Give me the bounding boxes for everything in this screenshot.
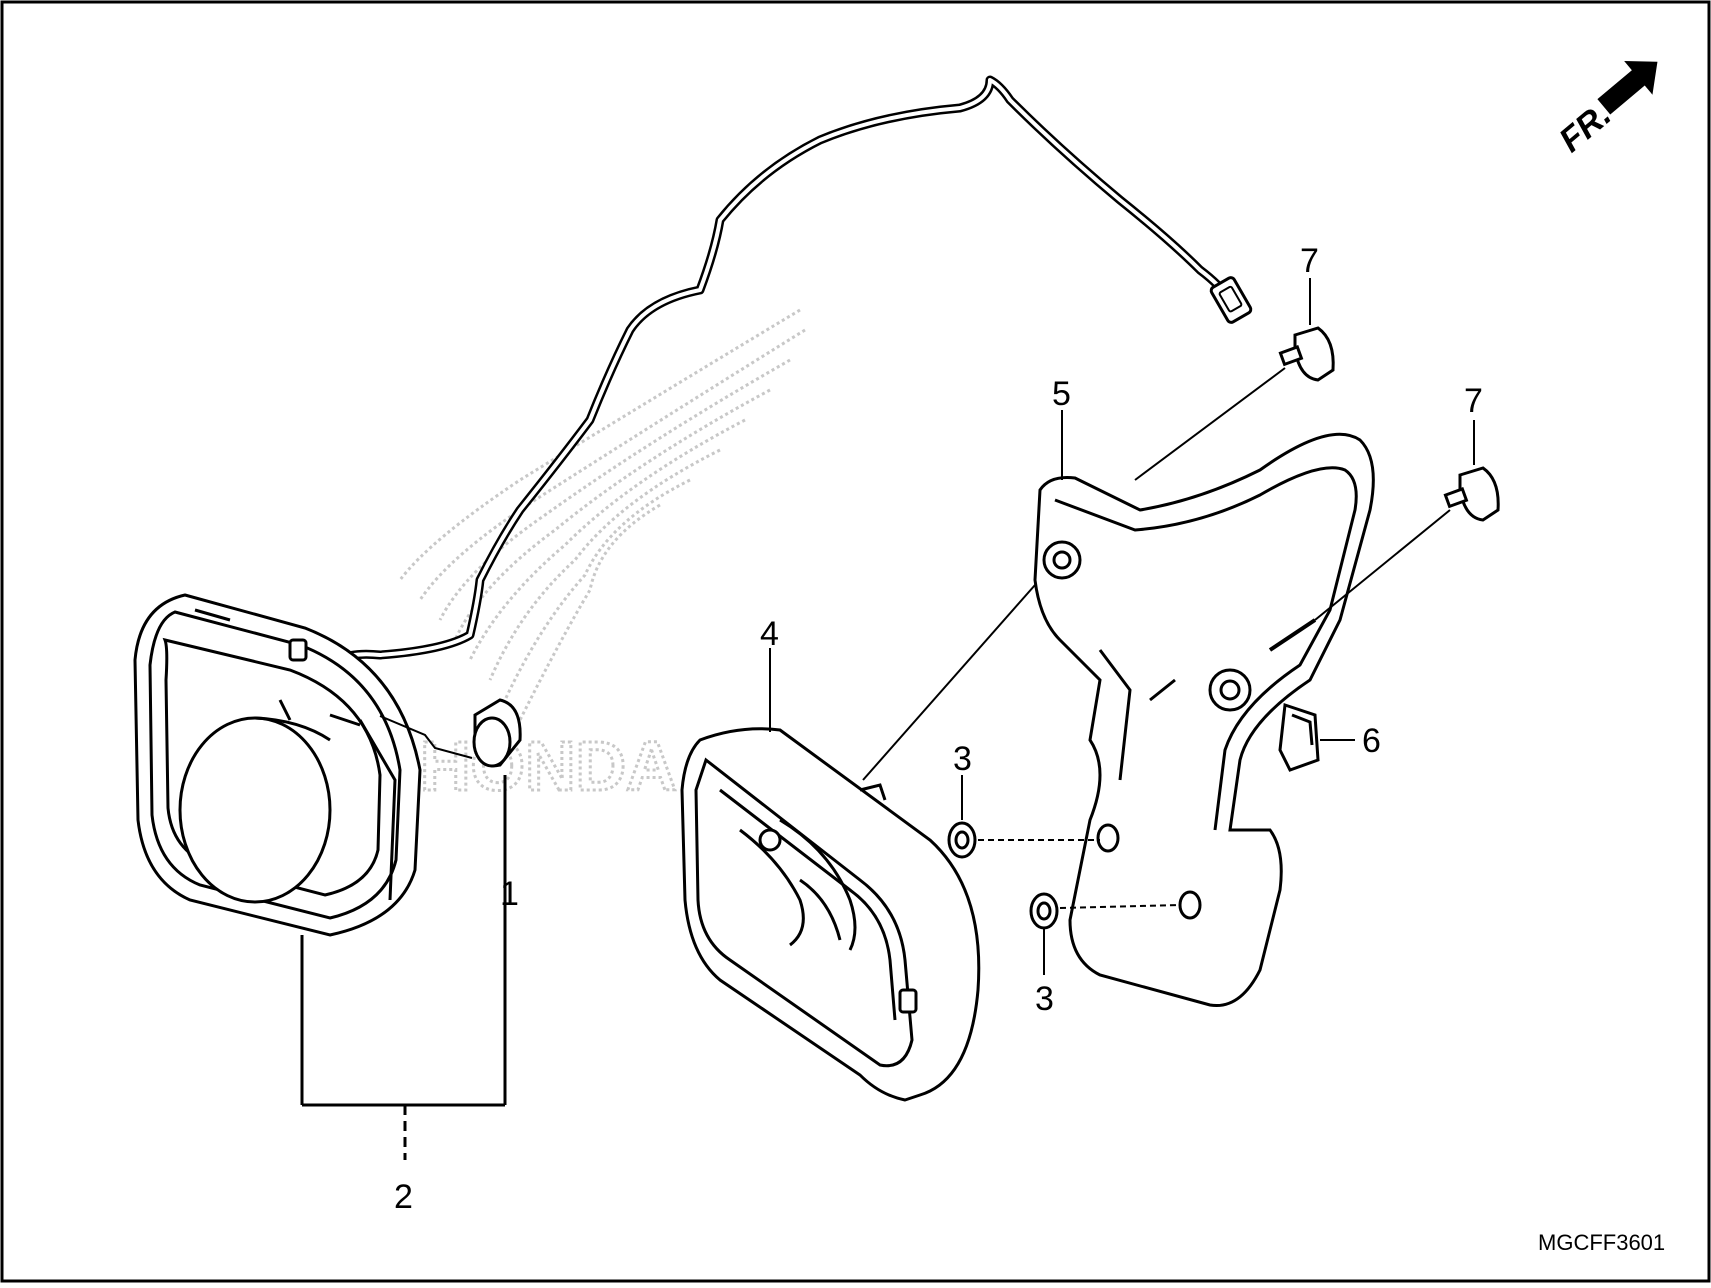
- callout-7-upper: 7: [1300, 242, 1319, 280]
- bracket-tab: [379, 715, 473, 759]
- screw-part-7-upper: [1278, 326, 1335, 382]
- callout-3-lower: 3: [1035, 980, 1054, 1018]
- mounting-bracket-part-5: [1033, 432, 1375, 1008]
- screw-part-7-lower: [1443, 466, 1500, 522]
- honda-wing-watermark: HONDA: [398, 308, 806, 807]
- callout-6: 6: [1362, 722, 1381, 760]
- front-direction-indicator: FR.: [1552, 61, 1658, 160]
- leader-screw-upper: [1134, 367, 1286, 481]
- wire-connector: [1209, 276, 1253, 324]
- leader-nut-lower: [1059, 904, 1181, 909]
- grommet-part-1: [472, 698, 522, 768]
- leader-screw-lower: [1314, 509, 1451, 621]
- nut-part-3-upper: [947, 821, 977, 859]
- watermark-lettering: HONDA: [420, 727, 677, 805]
- callout-4: 4: [760, 615, 779, 653]
- callout-5: 5: [1052, 375, 1071, 413]
- callout-3-upper: 3: [953, 740, 972, 778]
- callout-2: 2: [394, 1178, 413, 1216]
- diagram-code: MGCFF3601: [1538, 1230, 1665, 1255]
- group-bracket: [300, 775, 507, 1160]
- front-arrow-icon: [1597, 61, 1658, 115]
- clip-nut-part-6: [1278, 702, 1320, 772]
- callout-7-lower: 7: [1464, 382, 1483, 420]
- wire-harness-inner: [316, 78, 1232, 678]
- screw-shaft: [1268, 618, 1317, 652]
- leader-stud-4: [862, 584, 1036, 781]
- lamp-housing-part-4: [680, 727, 981, 1102]
- callout-1: 1: [500, 875, 519, 913]
- license-light-lens: [133, 593, 422, 937]
- nut-part-3-lower: [1029, 892, 1059, 930]
